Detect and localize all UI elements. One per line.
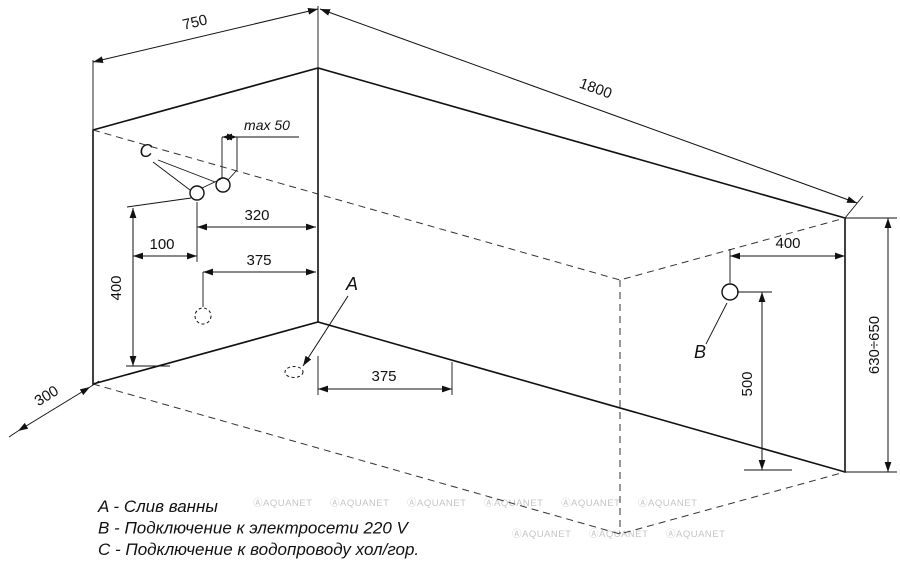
watermark-text: ⒶAQUANET bbox=[407, 498, 466, 509]
dim-label-375-face: 375 bbox=[246, 252, 271, 269]
water-connection-c1 bbox=[189, 185, 205, 201]
dimension-labels: 750 1800 630÷650 max 50 320 100 400 375 … bbox=[32, 11, 883, 410]
legend-line-c: C - Подключение к водопроводу хол/гор. bbox=[98, 540, 419, 559]
dim-line-750 bbox=[92, 7, 319, 64]
dim-label-400-left: 400 bbox=[108, 275, 125, 300]
dim-line-300 bbox=[17, 386, 91, 432]
box-hidden-edges bbox=[92, 129, 846, 535]
label-a: A bbox=[345, 274, 358, 294]
drain-hole-face bbox=[194, 307, 212, 325]
legend: A - Слив ванны B - Подключение к электро… bbox=[97, 497, 419, 559]
watermark-text: ⒶAQUANET bbox=[512, 529, 571, 540]
bathtub-box bbox=[92, 67, 846, 535]
extension-lines bbox=[8, 6, 897, 473]
dim-label-500: 500 bbox=[739, 371, 756, 396]
electric-connection-b bbox=[721, 283, 739, 301]
watermark-text: ⒶAQUANET bbox=[666, 529, 725, 540]
dim-label-1800: 1800 bbox=[577, 75, 614, 102]
watermark-text: ⒶAQUANET bbox=[638, 498, 697, 509]
dimension-lines bbox=[17, 7, 892, 472]
legend-line-b: B - Подключение к электросети 220 V bbox=[98, 519, 410, 538]
water-connection-c2 bbox=[215, 177, 231, 193]
dim-label-400-right: 400 bbox=[775, 235, 800, 252]
dim-label-320: 320 bbox=[244, 207, 269, 224]
leader-a-line bbox=[302, 295, 349, 367]
dim-label-max50: max 50 bbox=[244, 117, 290, 133]
drain-a-floor bbox=[284, 366, 304, 378]
label-b: B bbox=[694, 342, 706, 362]
dim-line-1800 bbox=[319, 8, 858, 204]
watermark-text: ⒶAQUANET bbox=[330, 498, 389, 509]
watermark-text: ⒶAQUANET bbox=[589, 529, 648, 540]
leader-c-lines bbox=[152, 159, 216, 191]
watermark-text: ⒶAQUANET bbox=[253, 498, 312, 509]
dim-label-375-bottom: 375 bbox=[371, 368, 396, 385]
dim-label-750: 750 bbox=[181, 11, 209, 33]
leader-b-line bbox=[705, 302, 728, 345]
connection-points bbox=[152, 159, 739, 378]
legend-line-a: A - Слив ванны bbox=[97, 497, 218, 516]
dim-label-300: 300 bbox=[32, 382, 62, 410]
point-labels: C A B bbox=[140, 141, 707, 362]
label-c: C bbox=[140, 141, 154, 161]
dim-label-height-range: 630÷650 bbox=[866, 316, 883, 374]
watermark-text: ⒶAQUANET bbox=[561, 498, 620, 509]
box-visible-edges bbox=[92, 67, 846, 474]
dim-label-100: 100 bbox=[149, 236, 174, 253]
